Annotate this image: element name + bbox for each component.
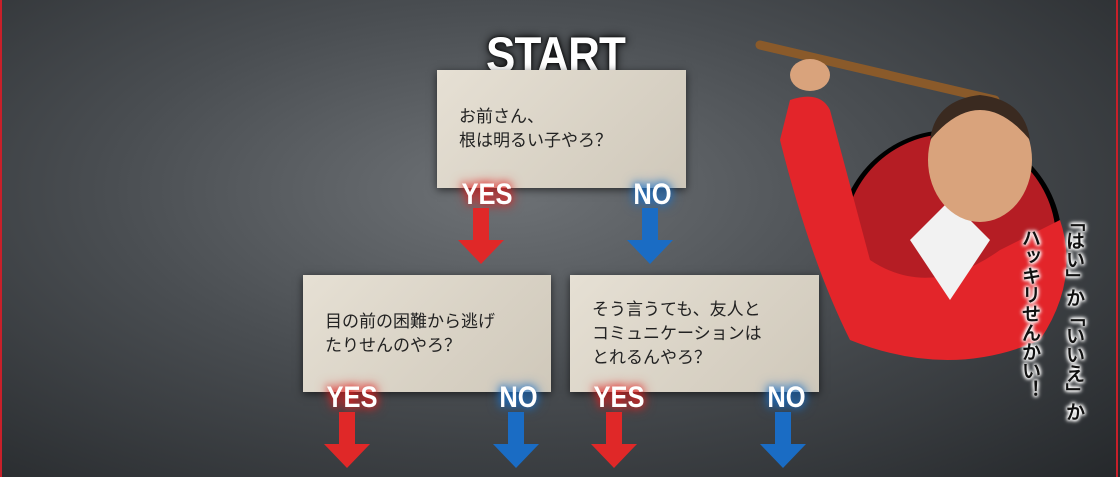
arrow-down-icon: [591, 412, 637, 468]
question-line: そう言うても、友人と: [592, 299, 761, 320]
no-button-2[interactable]: NO: [499, 381, 538, 414]
question-line: 根は明るい子やろ？: [459, 131, 612, 151]
question-line: たりせんのやろ？: [325, 335, 461, 356]
character-illustration: [755, 40, 1067, 361]
right-border: [1116, 0, 1118, 477]
question-line: コミュニケーションは: [592, 323, 762, 344]
question-card-2: 目の前の困難から逃げ たりせんのやろ？: [303, 275, 551, 392]
question-card-3: そう言うても、友人と コミュニケーションは とれるんやろ？: [570, 275, 819, 392]
left-border: [0, 0, 2, 477]
arrow-down-icon: [493, 412, 539, 468]
speech-line-2: ハッキリせんかい！: [1019, 228, 1041, 399]
yes-button-1[interactable]: YES: [461, 178, 513, 211]
no-button-3[interactable]: NO: [767, 381, 806, 414]
question-line: とれるんやろ？: [592, 347, 711, 368]
arrow-down-icon: [760, 412, 806, 468]
question-line: お前さん、: [459, 107, 544, 127]
question-line: 目の前の困難から逃げ: [325, 311, 495, 332]
speech-line-1: 「はい」か「いいえ」か: [1063, 212, 1085, 421]
arrow-down-icon: [627, 208, 673, 264]
arrow-down-icon: [324, 412, 370, 468]
question-card-1: お前さん、 根は明るい子やろ？: [437, 70, 686, 188]
arrow-down-icon: [458, 208, 504, 264]
no-button-1[interactable]: NO: [633, 178, 672, 211]
yes-button-2[interactable]: YES: [326, 381, 378, 414]
yes-button-3[interactable]: YES: [593, 381, 645, 414]
